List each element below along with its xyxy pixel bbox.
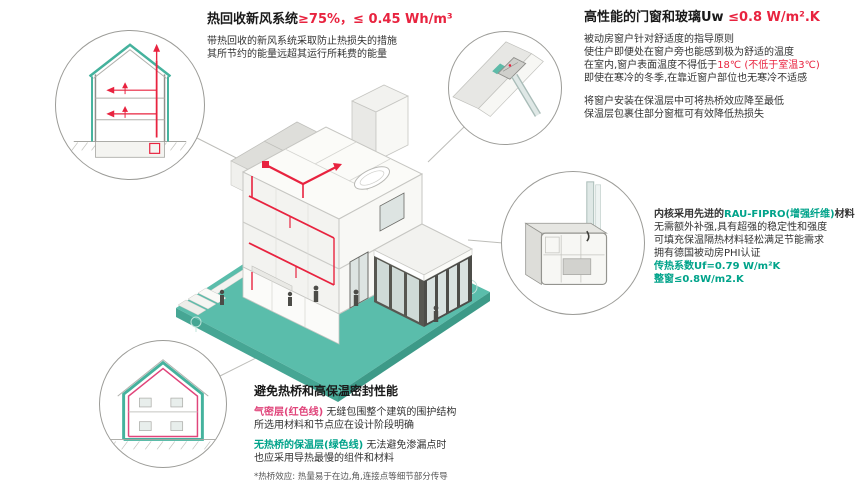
- envelope-line3-teal: 无热桥的保温层(绿色线): [254, 440, 364, 451]
- basement-cutaway: [242, 266, 340, 345]
- callout-circle-window-detail: [448, 31, 562, 145]
- envelope-footnote: *热桥效应: 热量易于在边,角,连接点等细节部分传导: [254, 472, 448, 482]
- profile-line1: 内核采用先进的RAU-FIPRO(增强纤维)材料: [654, 208, 864, 221]
- envelope-title: 避免热桥和高保温密封性能: [254, 384, 399, 398]
- window-installation-detail-icon: [452, 41, 544, 117]
- windows-p1-line3: 在室内,窗户表面温度不得低于18℃ (不低于室温3℃): [584, 59, 862, 72]
- connector-window-detail: [427, 126, 465, 163]
- envelope-line1-black: 无缝包围整个建筑的围护结构: [323, 407, 457, 418]
- profile-line5: 传热系数Uf=0.79 W/m²K: [654, 261, 781, 272]
- windows-p1-line1: 被动房窗户针对舒适度的指导原则: [584, 34, 734, 45]
- envelope-line1-magenta: 气密层(红色线): [254, 407, 324, 418]
- person-icon: [313, 285, 319, 302]
- person-icon: [287, 291, 293, 306]
- profile-line1-black-a: 内核采用先进的: [654, 209, 724, 220]
- ventilation-title-red: ≥75%，≤ 0.45 Wh/m³: [298, 12, 453, 27]
- person-icon: [219, 289, 225, 305]
- text-block-ventilation: 热回收新风系统≥75%，≤ 0.45 Wh/m³ 带热回收的新风系统采取防止热损…: [207, 12, 492, 61]
- windows-p1-line2: 使住户即便处在窗户旁也能感到极为舒适的温度: [584, 47, 794, 58]
- callout-circle-ventilation: [55, 30, 205, 180]
- ventilation-ducts-plan: [262, 161, 342, 198]
- connector-frame-profile: [467, 239, 504, 244]
- upper-window: [379, 192, 405, 232]
- house-section-envelope-icon: [109, 359, 217, 450]
- callout-circle-envelope: [99, 340, 227, 468]
- callout-circle-frame-profile: [501, 171, 645, 315]
- ventilation-ducts-interior: [248, 176, 335, 286]
- text-block-profile: 内核采用先进的RAU-FIPRO(增强纤维)材料 无需额外补强,具有超强的稳定性…: [654, 208, 864, 286]
- text-block-envelope: 避免热桥和高保温密封性能 气密层(红色线) 无缝包围整个建筑的围护结构 所选用材…: [254, 384, 564, 483]
- house-section-ventilation-icon: [71, 43, 187, 158]
- person-icon: [433, 305, 439, 322]
- person-icon: [353, 289, 359, 306]
- windows-p1-line3-red: 18℃ (不低于室温3℃): [717, 60, 820, 71]
- windows-title: 高性能的门窗和玻璃Uw ≤0.8 W/m².K: [584, 10, 862, 26]
- ventilation-title: 热回收新风系统≥75%，≤ 0.45 Wh/m³: [207, 12, 492, 28]
- envelope-line1: 气密层(红色线) 无缝包围整个建筑的围护结构: [254, 406, 564, 419]
- windows-title-red: ≤0.8 W/m².K: [728, 10, 820, 25]
- profile-line2: 无需额外补强,具有超强的稳定性和强度: [654, 222, 828, 233]
- ventilation-body-line2: 其所节约的能量远超其运行所耗费的能量: [207, 49, 387, 60]
- profile-line4: 拥有德国被动房PHI认证: [654, 248, 761, 259]
- profile-line1-black-b: 材料: [834, 209, 855, 220]
- ventilation-body-line1: 带热回收的新风系统采取防止热损失的措施: [207, 36, 397, 47]
- ventilation-duct-icon: [106, 43, 161, 154]
- windows-title-black: 高性能的门窗和玻璃Uw: [584, 10, 729, 25]
- windows-p2-line2: 保温层包裹住部分窗框可有效降低热损失: [584, 109, 764, 120]
- ventilation-title-black: 热回收新风系统: [207, 12, 299, 27]
- envelope-line3: 无热桥的保温层(绿色线) 无法避免渗漏点时: [254, 439, 564, 452]
- profile-line6: 整窗≤0.8W/m2.K: [654, 274, 744, 285]
- window-frame-profile-icon: [524, 181, 608, 286]
- profile-line3: 可填充保温隔热材料轻松满足节能需求: [654, 235, 824, 246]
- windows-p1-line4: 即使在寒冷的冬季,在靠近窗户部位也无寒冷不适感: [584, 73, 808, 84]
- profile-line1-teal: RAU-FIPRO(增强纤维): [724, 209, 835, 220]
- windows-p1-line3-black: 在室内,窗户表面温度不得低于: [584, 60, 718, 71]
- windows-p2-line1: 将窗户安装在保温层中可将热桥效应降至最低: [584, 96, 784, 107]
- text-block-windows: 高性能的门窗和玻璃Uw ≤0.8 W/m².K 被动房窗户针对舒适度的指导原则 …: [584, 10, 862, 121]
- envelope-line3-black: 无法避免渗漏点时: [363, 440, 447, 451]
- bathtub-icon: [354, 166, 390, 190]
- envelope-line2: 所选用材料和节点应在设计阶段明确: [254, 420, 414, 431]
- figures: [219, 285, 439, 322]
- envelope-line4: 也应采用导热最慢的组件和材料: [254, 453, 394, 464]
